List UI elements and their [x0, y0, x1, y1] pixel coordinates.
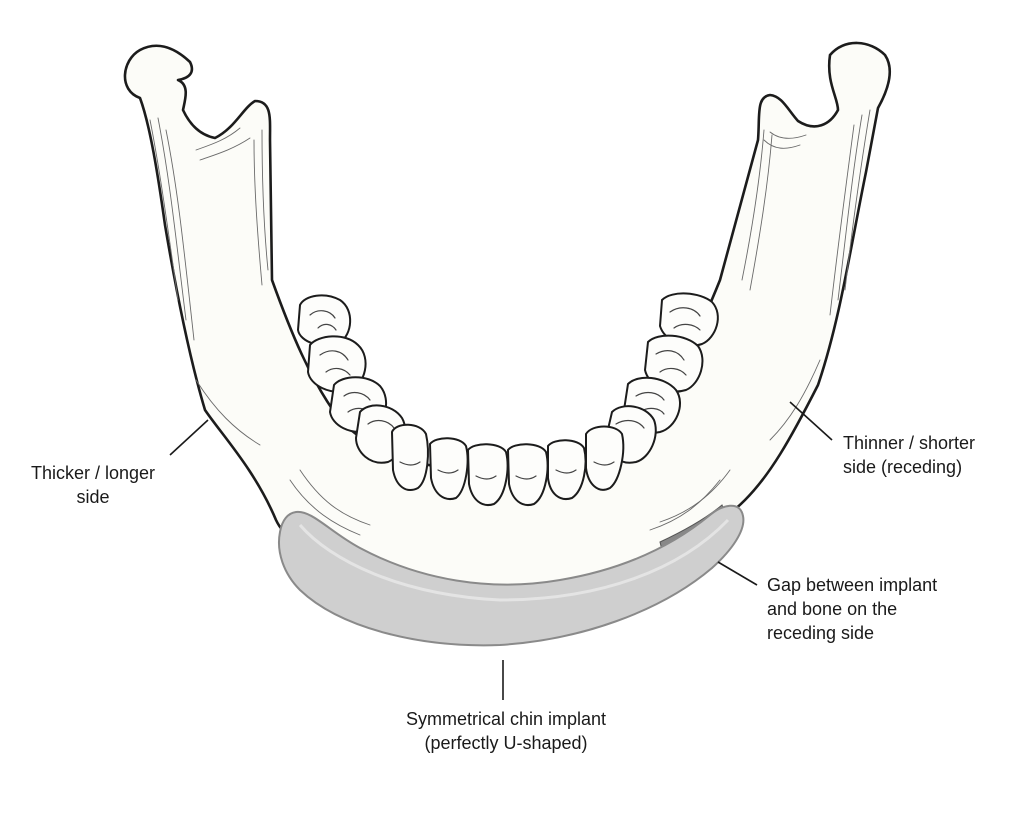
leader-thicker-side	[169, 419, 209, 456]
front-teeth	[390, 423, 625, 506]
tooth	[390, 423, 429, 491]
label-line: side (receding)	[843, 457, 963, 477]
chin-implant	[278, 504, 745, 647]
label-line: and bone on the	[767, 599, 898, 619]
label-line: side	[76, 487, 110, 507]
implant-highlight	[298, 518, 730, 602]
label-line: (perfectly U-shaped)	[424, 733, 588, 753]
label-gap: Gap between implant and bone on the rece…	[767, 573, 1007, 645]
tooth	[585, 425, 625, 491]
label-thinner-side: Thinner / shorter side (receding)	[843, 431, 1013, 479]
label-thicker-side: Thicker / longer side	[8, 461, 178, 509]
leader-thinner-side	[789, 401, 833, 441]
label-line: Symmetrical chin implant	[405, 709, 607, 729]
label-line: Thicker / longer	[30, 463, 156, 483]
label-line: Thinner / shorter	[843, 433, 976, 453]
left-molars	[296, 294, 407, 464]
mandible-bone	[123, 41, 892, 592]
tooth	[296, 294, 352, 347]
tooth	[547, 439, 587, 500]
right-molars	[604, 292, 719, 464]
label-line: Gap between implant	[767, 575, 938, 595]
tooth	[466, 443, 509, 506]
tooth	[428, 437, 469, 500]
tooth	[506, 443, 549, 506]
label-chin-implant: Symmetrical chin implant (perfectly U-sh…	[372, 707, 640, 755]
leader-gap	[717, 561, 758, 586]
label-line: receding side	[767, 623, 875, 643]
bone-shading	[149, 109, 871, 536]
